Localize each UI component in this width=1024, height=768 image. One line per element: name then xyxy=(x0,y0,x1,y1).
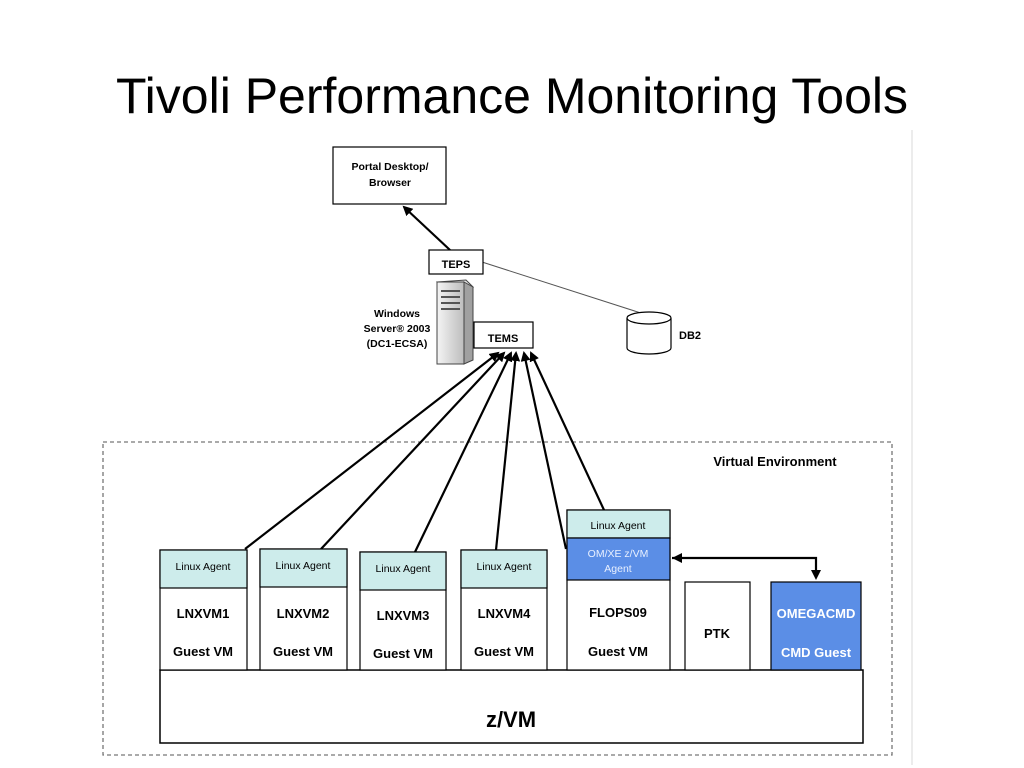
omxe-agent-label-line2: Agent xyxy=(604,563,632,575)
agent-cell xyxy=(460,549,548,589)
vm-type: Guest VM xyxy=(273,644,333,659)
linux-agent-cell xyxy=(566,509,671,539)
vm-name: LNXVM4 xyxy=(478,606,532,621)
vm-type: Guest VM xyxy=(474,644,534,659)
virtual-environment-boundary xyxy=(102,441,893,756)
db2-label: DB2 xyxy=(679,330,701,342)
linux-agent-label: Linux Agent xyxy=(591,520,646,532)
guest-lnxvm3: Linux Agent LNXVM3 Guest VM xyxy=(359,551,447,671)
zvm-base-box: z/VM xyxy=(159,669,864,744)
windows-server-icon xyxy=(435,279,475,365)
teps-label: TEPS xyxy=(442,259,471,271)
server-label-line1: Windows xyxy=(374,308,420,320)
server-label-line2: Server® 2003 xyxy=(364,323,431,335)
connector-arrowhead-down xyxy=(811,570,821,580)
omegacmd-type: CMD Guest xyxy=(781,645,852,660)
portal-label-line1: Portal Desktop/ xyxy=(351,161,428,173)
omegacmd-name: OMEGACMD xyxy=(777,606,856,621)
agent-cell xyxy=(259,548,348,588)
ptk-box: PTK xyxy=(684,581,751,671)
portal-desktop-box: Portal Desktop/ Browser xyxy=(332,146,447,205)
flops-linux-agent-to-tems-arrow xyxy=(529,351,605,511)
connector-arrowhead-left xyxy=(672,553,682,563)
teps-db2-connector xyxy=(481,261,645,315)
vm-type: Guest VM xyxy=(588,644,648,659)
server-label-line3: (DC1-ECSA) xyxy=(367,338,428,350)
agent-cell xyxy=(359,551,447,591)
omxe-agent-label-line1: OM/XE z/VM xyxy=(588,548,649,560)
db2-cylinder-icon xyxy=(626,311,672,355)
virtual-environment-label: Virtual Environment xyxy=(713,454,837,469)
lnxvm3-to-tems-arrow xyxy=(414,351,513,553)
lnxvm2-to-tems-arrow xyxy=(320,351,506,550)
guest-flops09: Linux Agent OM/XE z/VM Agent FLOPS09 Gue… xyxy=(566,509,671,671)
guest-lnxvm1: Linux Agent LNXVM1 Guest VM xyxy=(159,549,248,671)
guest-lnxvm4: Linux Agent LNXVM4 Guest VM xyxy=(460,549,548,671)
omxe-omegacmd-connector xyxy=(672,556,818,576)
vm-type: Guest VM xyxy=(173,644,233,659)
vm-name: FLOPS09 xyxy=(589,605,647,620)
zvm-label: z/VM xyxy=(486,707,536,732)
agent-label: Linux Agent xyxy=(477,561,532,573)
vm-type: Guest VM xyxy=(373,646,433,661)
tems-label: TEMS xyxy=(488,333,519,345)
agent-cell xyxy=(159,549,248,589)
agent-label: Linux Agent xyxy=(276,560,331,572)
vm-name: LNXVM2 xyxy=(277,606,330,621)
omegacmd-box: OMEGACMD CMD Guest xyxy=(770,581,862,671)
lnxvm4-to-tems-arrow xyxy=(494,351,521,551)
slide-title: Tivoli Performance Monitoring Tools xyxy=(116,68,908,124)
teps-box: TEPS xyxy=(428,249,484,275)
guest-lnxvm2: Linux Agent LNXVM2 Guest VM xyxy=(259,548,348,671)
omxe-agent-to-tems-arrow xyxy=(520,351,568,550)
lnxvm1-to-tems-arrow xyxy=(244,351,500,550)
vm-name: LNXVM3 xyxy=(377,608,430,623)
agent-label: Linux Agent xyxy=(176,561,231,573)
omxe-agent-cell xyxy=(566,537,671,581)
tems-box: TEMS xyxy=(473,321,534,349)
portal-label-line2: Browser xyxy=(369,177,411,189)
agent-label: Linux Agent xyxy=(376,563,431,575)
vm-name: LNXVM1 xyxy=(177,606,230,621)
teps-to-portal-arrow xyxy=(402,205,451,251)
ptk-label: PTK xyxy=(704,626,731,641)
